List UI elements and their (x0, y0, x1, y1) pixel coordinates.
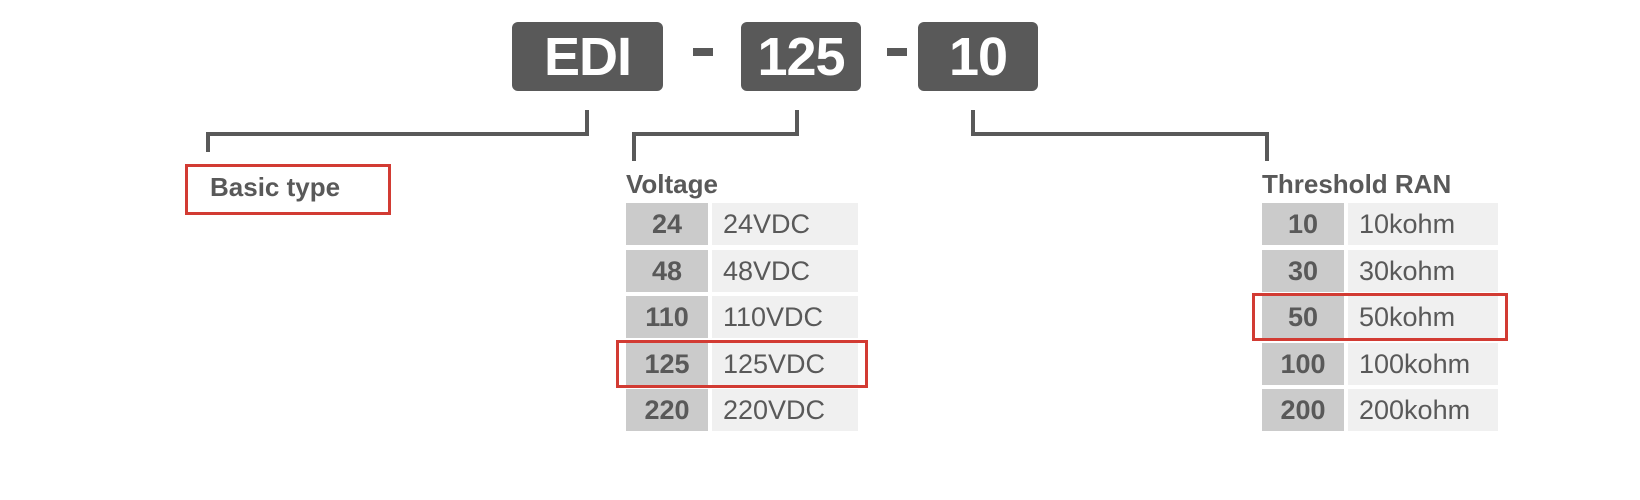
threshold-code-cell: 10 (1262, 203, 1344, 245)
code-segment-voltage: 125 (741, 22, 861, 91)
threshold-code-cell: 200 (1262, 389, 1344, 431)
threshold-code-cell: 30 (1262, 250, 1344, 292)
voltage-desc-cell: 220VDC (712, 389, 858, 431)
basic-type-label: Basic type (210, 172, 341, 202)
threshold-desc-cell: 10kohm (1348, 203, 1498, 245)
voltage-code-cell: 48 (626, 250, 708, 292)
voltage-code-cell: 220 (626, 389, 708, 431)
code-separator (693, 48, 713, 56)
threshold-selected-highlight (1252, 293, 1508, 341)
voltage-title: Voltage (626, 169, 718, 199)
threshold-desc-cell: 50kohm (1348, 296, 1498, 338)
voltage-selected-highlight (616, 340, 868, 388)
threshold-title: Threshold RAN (1262, 169, 1452, 199)
code-separator (887, 48, 907, 56)
threshold-desc-cell: 100kohm (1348, 343, 1498, 385)
threshold-code-cell: 100 (1262, 343, 1344, 385)
voltage-desc-cell: 48VDC (712, 250, 858, 292)
threshold-desc-cell: 30kohm (1348, 250, 1498, 292)
threshold-desc-cell: 200kohm (1348, 389, 1498, 431)
threshold-code-cell: 50 (1262, 296, 1344, 338)
bracket-threshold (971, 110, 1269, 161)
voltage-desc-cell: 24VDC (712, 203, 858, 245)
voltage-code-cell: 110 (626, 296, 708, 338)
bracket-voltage (632, 110, 799, 161)
code-segment-basic-type: EDI (512, 22, 663, 91)
voltage-code-cell: 24 (626, 203, 708, 245)
voltage-desc-cell: 110VDC (712, 296, 858, 338)
bracket-basic-type (206, 110, 589, 152)
code-segment-threshold: 10 (918, 22, 1038, 91)
voltage-desc-cell: 125VDC (712, 343, 858, 385)
voltage-code-cell: 125 (626, 343, 708, 385)
basic-type-highlight (185, 164, 391, 215)
